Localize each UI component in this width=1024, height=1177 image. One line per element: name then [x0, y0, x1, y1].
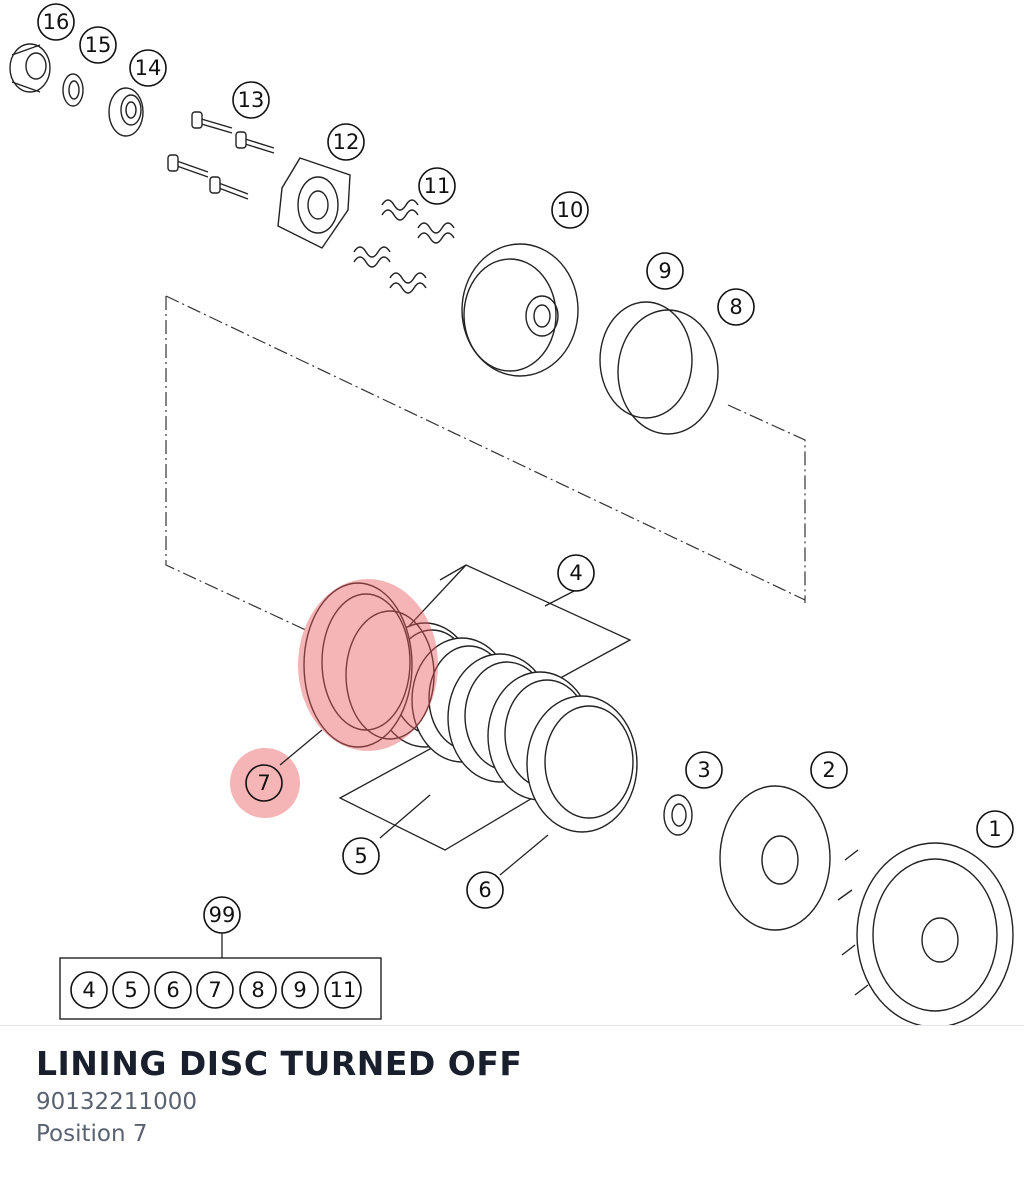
part-7-lining-disc[interactable] — [303, 582, 435, 748]
svg-text:3: 3 — [697, 758, 710, 782]
part-11-springs[interactable] — [353, 199, 455, 294]
svg-text:8: 8 — [251, 978, 264, 1002]
svg-text:6: 6 — [166, 978, 179, 1002]
callout-12[interactable]: 12 — [327, 123, 365, 161]
part-3-washer[interactable] — [663, 794, 693, 836]
part-14-bearing[interactable] — [108, 87, 144, 137]
svg-text:1: 1 — [988, 817, 1001, 841]
part-number: 90132211000 — [36, 1089, 197, 1115]
svg-text:9: 9 — [658, 259, 671, 283]
callout-5[interactable]: 5 — [342, 837, 380, 875]
callout-3[interactable]: 3 — [685, 751, 723, 789]
part-info-panel: LINING DISC TURNED OFF 90132211000 Posit… — [36, 1042, 988, 1150]
kit-item-8[interactable]: 8 — [239, 971, 277, 1009]
part-9-ring[interactable] — [599, 301, 693, 419]
kit-item-4[interactable]: 4 — [70, 971, 108, 1009]
callout-7[interactable]: 7 — [245, 764, 283, 802]
kit-item-11[interactable]: 11 — [324, 971, 362, 1009]
svg-text:13: 13 — [238, 88, 265, 112]
svg-text:14: 14 — [135, 56, 162, 80]
svg-text:9: 9 — [293, 978, 306, 1002]
part-8-ring[interactable] — [617, 309, 719, 435]
svg-text:10: 10 — [557, 198, 584, 222]
assembly-outline — [165, 295, 806, 633]
svg-text:7: 7 — [257, 771, 270, 795]
callout-16[interactable]: 16 — [37, 3, 75, 41]
svg-text:11: 11 — [330, 978, 357, 1002]
kit-item-5[interactable]: 5 — [112, 971, 150, 1009]
callout-14[interactable]: 14 — [129, 49, 167, 87]
exploded-parts-diagram: 16 15 14 13 12 11 10 9 8 4 3 2 1 7 5 6 9… — [9, 3, 1014, 1025]
callout-1[interactable]: 1 — [976, 810, 1014, 848]
svg-text:4: 4 — [82, 978, 95, 1002]
part-16-nut[interactable] — [9, 43, 51, 93]
part-12-pressure-plate[interactable] — [277, 157, 351, 249]
callout-13[interactable]: 13 — [232, 81, 270, 119]
callout-99[interactable]: 99 — [203, 896, 241, 934]
part-2-plate[interactable] — [719, 785, 831, 931]
callout-11[interactable]: 11 — [418, 167, 456, 205]
svg-text:15: 15 — [85, 33, 112, 57]
kit-item-7[interactable]: 7 — [196, 971, 234, 1009]
svg-text:5: 5 — [124, 978, 137, 1002]
svg-text:16: 16 — [43, 10, 70, 34]
callout-6[interactable]: 6 — [466, 871, 504, 909]
callout-2[interactable]: 2 — [810, 751, 848, 789]
svg-text:8: 8 — [729, 295, 742, 319]
svg-text:5: 5 — [354, 844, 367, 868]
leader-lines — [221, 589, 577, 958]
svg-text:4: 4 — [569, 561, 582, 585]
kit-item-6[interactable]: 6 — [154, 971, 192, 1009]
svg-text:2: 2 — [822, 758, 835, 782]
svg-text:99: 99 — [209, 903, 236, 927]
svg-text:12: 12 — [333, 130, 360, 154]
divider — [0, 1025, 1024, 1026]
callout-10[interactable]: 10 — [551, 191, 589, 229]
callout-15[interactable]: 15 — [79, 26, 117, 64]
svg-text:6: 6 — [478, 878, 491, 902]
kit-item-9[interactable]: 9 — [281, 971, 319, 1009]
part-13-screws[interactable] — [167, 111, 275, 200]
part-position: Position 7 — [36, 1121, 148, 1147]
part-15-washer[interactable] — [62, 73, 84, 107]
callout-9[interactable]: 9 — [646, 252, 684, 290]
svg-text:11: 11 — [424, 174, 451, 198]
svg-text:7: 7 — [208, 978, 221, 1002]
part-10-inner-hub[interactable] — [461, 243, 579, 377]
part-1-basket[interactable] — [837, 842, 1014, 1025]
highlight-position-7 — [230, 579, 438, 818]
part-title: LINING DISC TURNED OFF — [36, 1044, 523, 1083]
callout-8[interactable]: 8 — [717, 288, 755, 326]
callout-4[interactable]: 4 — [557, 554, 595, 592]
